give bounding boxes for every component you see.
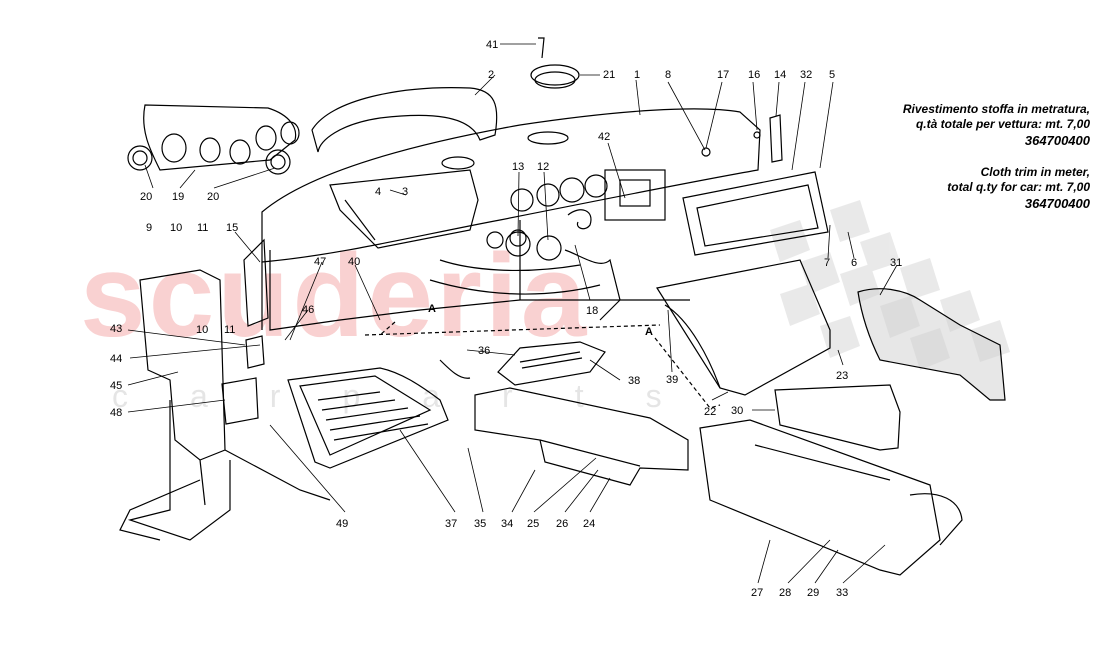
callout: 42	[598, 131, 610, 143]
callout: 5	[829, 69, 835, 81]
callout: 13	[512, 161, 524, 173]
callout: 28	[779, 587, 791, 599]
vent-top	[527, 131, 569, 145]
callout: 32	[800, 69, 812, 81]
callout: 26	[556, 518, 568, 530]
callout: 34	[501, 518, 513, 530]
callout: 3	[402, 186, 408, 198]
callout: 11	[224, 324, 235, 336]
callout: 7	[824, 257, 830, 269]
callout: 15	[226, 222, 238, 234]
callout: 16	[748, 69, 760, 81]
section-marker: A	[428, 303, 436, 315]
console-27	[699, 419, 941, 576]
callout: 39	[666, 374, 678, 386]
body-frame	[139, 269, 226, 461]
callout: 49	[336, 518, 348, 530]
callout: 22	[704, 406, 716, 418]
floor-mat-left	[287, 367, 449, 469]
note-english: Cloth trim in meter, total q.ty for car:…	[840, 165, 1090, 212]
callout: 1	[634, 69, 640, 81]
ring-21	[530, 64, 580, 86]
vent-ring-left	[127, 145, 153, 171]
callout: 48	[110, 407, 122, 419]
callout: 21	[603, 69, 615, 81]
callout: 23	[836, 370, 848, 382]
leader-lines	[127, 43, 898, 584]
callout: 10	[170, 222, 182, 234]
note-italian-line1: Rivestimento stoffa in metratura,	[902, 102, 1090, 116]
glovebox-recess	[329, 169, 479, 249]
callout: 29	[807, 587, 819, 599]
note-english-line1: Cloth trim in meter,	[980, 165, 1090, 179]
callout: 44	[110, 353, 122, 365]
note-italian: Rivestimento stoffa in metratura, q.tà t…	[840, 102, 1090, 149]
callout: 27	[751, 587, 763, 599]
callout: 45	[110, 380, 122, 392]
callout: 47	[314, 256, 326, 268]
callout: 20	[140, 191, 152, 203]
note-italian-code: 364700400	[1024, 133, 1090, 148]
callout: 35	[474, 518, 486, 530]
note-english-code: 364700400	[1024, 196, 1090, 211]
callout: 11	[197, 222, 208, 234]
note-english-line2: total q.ty for car: mt. 7,00	[947, 180, 1090, 194]
callout: 19	[172, 191, 184, 203]
callout: 8	[665, 69, 671, 81]
callout: 46	[302, 304, 314, 316]
callout: 6	[851, 257, 857, 269]
callout: 12	[537, 161, 549, 173]
callout: 25	[527, 518, 539, 530]
callout-labels: 41 2 21 1 8 17 16 14 32 5 42 13 12 3 4 2…	[110, 39, 902, 599]
callout: 24	[583, 518, 595, 530]
kick-panel	[474, 387, 689, 486]
vent-ring-right	[265, 149, 291, 175]
vent-12	[536, 235, 562, 261]
callout: 17	[717, 69, 729, 81]
callout: 2	[488, 69, 494, 81]
callout: 31	[890, 257, 902, 269]
passenger-panel	[682, 171, 829, 256]
callout: 14	[774, 69, 786, 81]
glovebox-cover	[311, 87, 498, 153]
callout: 37	[445, 518, 457, 530]
callout: 9	[146, 222, 152, 234]
center-panel	[604, 169, 666, 221]
box-30	[774, 384, 901, 451]
trim-panel-22	[656, 259, 831, 396]
bracket-15	[243, 238, 269, 327]
section-line	[379, 321, 396, 336]
callout: 33	[836, 587, 848, 599]
callout: 38	[628, 375, 640, 387]
callout: 36	[478, 345, 490, 357]
drawing-lines	[119, 37, 1006, 576]
callout: 41	[486, 39, 498, 51]
section-markers: A A	[428, 303, 653, 338]
callout: 18	[586, 305, 598, 317]
callout: 4	[375, 186, 381, 198]
gauge-1	[510, 188, 534, 212]
note-italian-line2: q.tà totale per vettura: mt. 7,00	[915, 117, 1090, 131]
callout: 40	[348, 256, 360, 268]
callout: 43	[110, 323, 122, 335]
callout: 10	[196, 324, 208, 336]
cloth-trim-31	[857, 288, 1006, 401]
dashboard-top	[261, 108, 761, 263]
bracket-48	[221, 377, 259, 425]
callout: 20	[207, 191, 219, 203]
callout: 30	[731, 405, 743, 417]
section-marker: A	[645, 326, 653, 338]
air-duct	[143, 104, 297, 171]
floor-mat-right	[497, 341, 606, 386]
